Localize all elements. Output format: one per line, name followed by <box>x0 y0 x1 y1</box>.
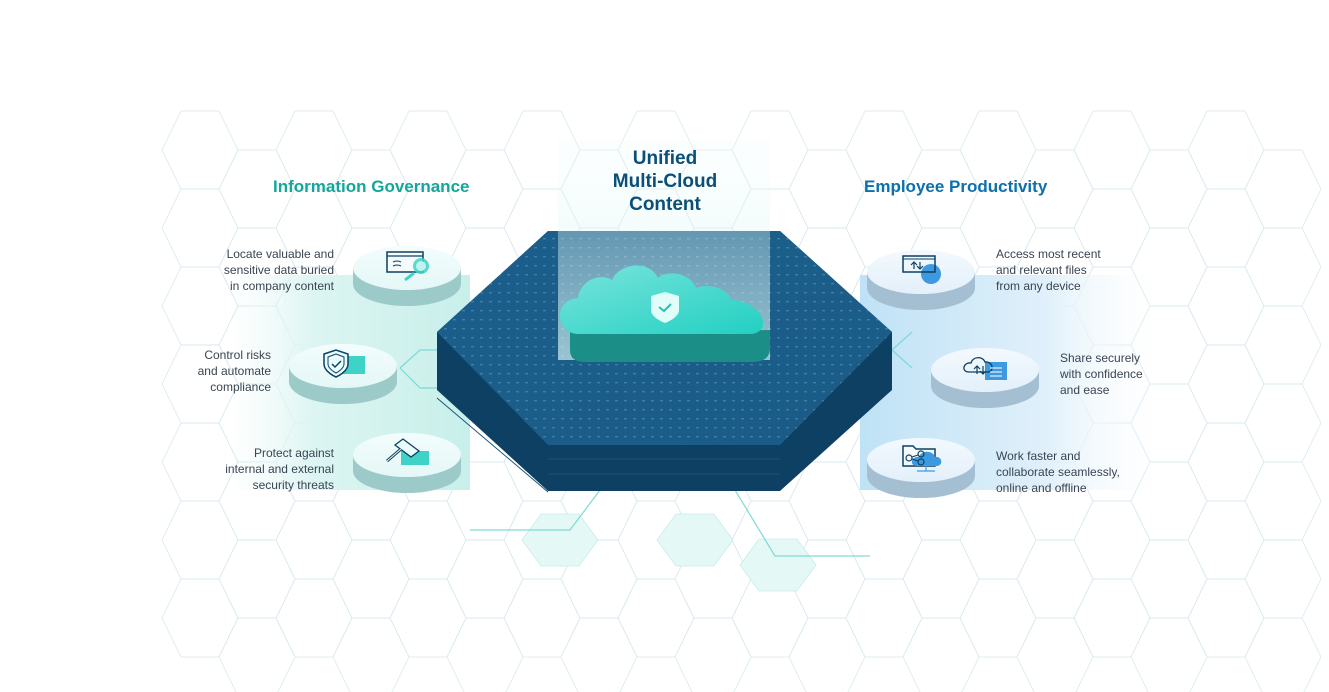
background-hexagon <box>218 539 296 619</box>
productivity-heading: Employee Productivity <box>864 177 1047 197</box>
productivity-item-access: Access most recent and relevant files fr… <box>996 246 1156 294</box>
background-hexagon <box>1187 500 1265 580</box>
background-hexagon <box>1187 422 1265 502</box>
shield-doc-icon <box>323 349 365 378</box>
disc-locate <box>353 246 461 306</box>
governance-heading: Information Governance <box>273 177 469 197</box>
background-hexagon <box>902 617 980 692</box>
disc-access <box>867 250 975 310</box>
description-line: internal and external <box>225 462 334 476</box>
background-hexagon <box>617 578 695 658</box>
doc-search-icon <box>386 251 429 282</box>
background-hexagon <box>1130 149 1208 229</box>
background-hexagon <box>1187 266 1265 346</box>
background-hexagon <box>959 500 1037 580</box>
background-hexagon <box>959 578 1037 658</box>
background-hexagon <box>1244 539 1322 619</box>
description-line: Work faster and <box>996 449 1081 463</box>
background-hexagon <box>161 110 239 190</box>
background-hexagon <box>788 617 866 692</box>
background-hexagon <box>1244 305 1322 385</box>
disc-control <box>289 344 397 404</box>
gavel-icon <box>386 438 429 465</box>
description-line: Control risks <box>204 348 271 362</box>
background-hexagon <box>902 539 980 619</box>
background-hexagon <box>788 461 866 541</box>
background-hexagon <box>332 539 410 619</box>
background-hexagon <box>389 500 467 580</box>
background-hexagon <box>560 617 638 692</box>
background-hexagon <box>1244 227 1322 307</box>
governance-heading-text: Information Governance <box>273 177 470 196</box>
background-hexagon <box>503 578 581 658</box>
background-hexagon <box>1187 110 1265 190</box>
cloud-doc-icon <box>963 356 1007 380</box>
description-line: and ease <box>1060 383 1110 397</box>
background-hexagon <box>1130 539 1208 619</box>
disc-collaborate <box>867 438 975 498</box>
disc-protect <box>353 433 461 493</box>
governance-item-locate: Locate valuable and sensitive data burie… <box>184 246 334 294</box>
description-line: Share securely <box>1060 351 1141 365</box>
productivity-item-collaborate: Work faster and collaborate seamlessly, … <box>996 448 1166 496</box>
highlight-hexagon <box>656 513 734 567</box>
background-hexagon <box>1187 188 1265 268</box>
background-hexagon <box>1073 110 1151 190</box>
highlight-hexagon <box>521 513 599 567</box>
description-line: collaborate seamlessly, <box>996 465 1120 479</box>
description-line: and relevant files <box>996 263 1087 277</box>
center-title-line: Content <box>629 194 701 215</box>
background-hexagon <box>446 539 524 619</box>
center-title-line: Unified <box>632 148 698 169</box>
background-hexagon <box>1016 617 1094 692</box>
background-hexagon <box>275 500 353 580</box>
highlight-hexagon <box>739 538 817 592</box>
background-hexagon <box>389 578 467 658</box>
background-hexagon <box>446 617 524 692</box>
background-hexagon <box>161 578 239 658</box>
center-title-line: Multi-Cloud <box>612 171 718 192</box>
productivity-item-share: Share securely with confidence and ease <box>1060 350 1200 398</box>
background-hexagon <box>1244 149 1322 229</box>
background-hexagon <box>845 500 923 580</box>
description-line: from any device <box>996 279 1081 293</box>
background-hexagon <box>845 578 923 658</box>
background-hexagon <box>1187 578 1265 658</box>
productivity-heading-text: Employee Productivity <box>864 177 1048 196</box>
background-hexagon <box>1130 617 1208 692</box>
description-line: with confidence <box>1060 367 1143 381</box>
description-line: online and offline <box>996 481 1087 495</box>
description-line: and automate <box>197 364 271 378</box>
background-hexagon <box>674 617 752 692</box>
background-hexagon <box>1244 383 1322 463</box>
description-line: Locate valuable and <box>226 247 334 261</box>
description-line: security threats <box>252 478 334 492</box>
background-hexagon <box>161 500 239 580</box>
governance-item-control: Control risks and automate compliance <box>140 347 271 395</box>
background-hexagon <box>275 578 353 658</box>
center-title: Unified Multi-Cloud Content <box>590 147 740 216</box>
folder-cloud-icon <box>902 445 942 472</box>
background-hexagon <box>788 149 866 229</box>
description-line: Protect against <box>253 446 334 460</box>
governance-item-protect: Protect against internal and external se… <box>184 445 334 493</box>
description-line: sensitive data buried <box>223 263 334 277</box>
description-line: compliance <box>210 380 271 394</box>
window-speed-icon <box>902 255 941 284</box>
background-hexagon <box>1244 461 1322 541</box>
background-hexagon <box>218 617 296 692</box>
disc-share <box>931 348 1039 408</box>
background-hexagon <box>1073 578 1151 658</box>
background-hexagon <box>1244 617 1322 692</box>
cloud-shield-icon <box>559 265 770 362</box>
connector-lines <box>399 331 913 557</box>
description-line: in company content <box>229 279 334 293</box>
background-hexagon <box>1073 500 1151 580</box>
description-line: Access most recent <box>996 247 1101 261</box>
background-hexagon <box>1016 539 1094 619</box>
background-hexagon <box>332 617 410 692</box>
